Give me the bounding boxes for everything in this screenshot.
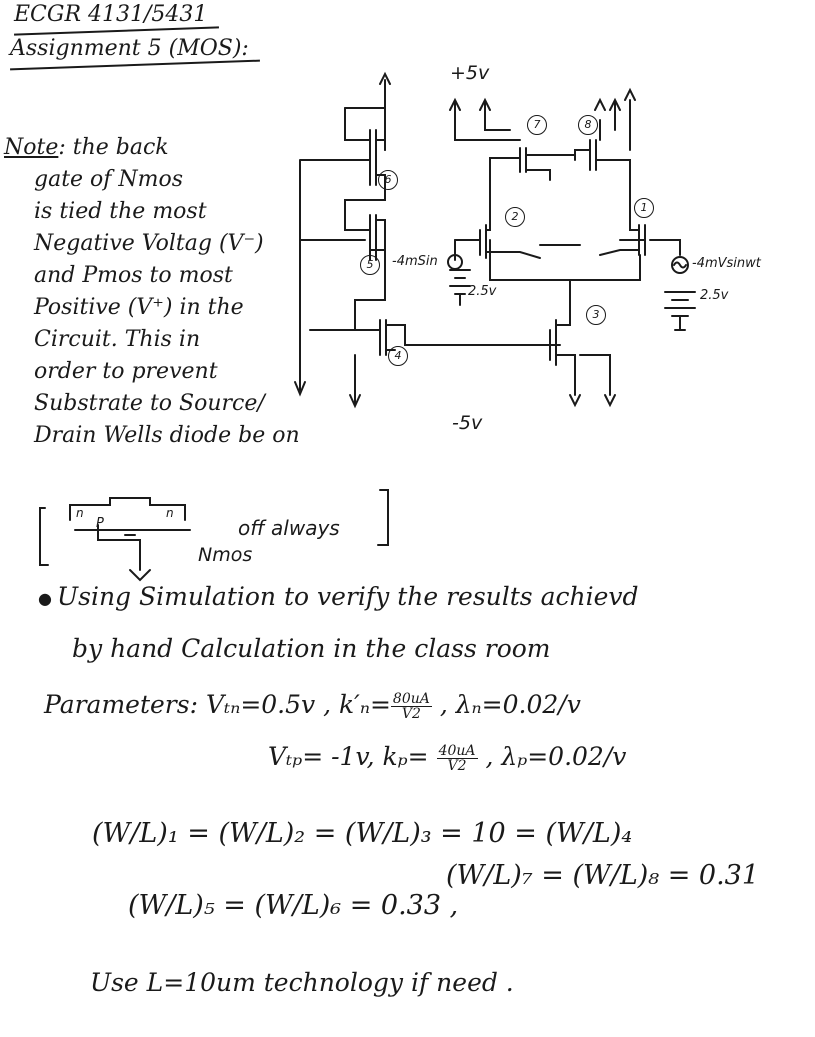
note-line-2: is tied the most bbox=[34, 199, 207, 224]
bullet-dot: ● bbox=[38, 589, 58, 608]
node-5-badge: 5 bbox=[360, 255, 380, 275]
ratio-row-2a: (W/L)₅ = (W/L)₆ = 0.33 , bbox=[128, 890, 459, 921]
note-line-8: Substrate to Source/ bbox=[34, 391, 265, 416]
node-7-badge: 7 bbox=[527, 115, 547, 135]
ratio-row-2b: (W/L)₇ = (W/L)₈ = 0.31 bbox=[446, 860, 760, 891]
param-lambda-p: , λₚ=0.02/v bbox=[485, 742, 627, 771]
note-label: Note bbox=[4, 135, 59, 160]
node-6-badge: 6 bbox=[378, 170, 398, 190]
vneg-label: -5v bbox=[452, 412, 483, 434]
technology-line: Use L=10um technology if need . bbox=[90, 968, 514, 997]
note-line-1: gate of Nmos bbox=[34, 167, 184, 192]
node-2-badge: 2 bbox=[505, 207, 525, 227]
bracket-n-right: n bbox=[166, 506, 174, 520]
param-vtn: Vₜₙ=0.5v , bbox=[205, 690, 332, 719]
node-8-badge: 8 bbox=[578, 115, 598, 135]
bias-left-label: 2.5v bbox=[468, 284, 497, 299]
node-1-badge: 1 bbox=[634, 198, 654, 218]
note-line-6: Circuit. This in bbox=[34, 327, 201, 352]
vpos-label: +5v bbox=[450, 62, 490, 84]
params-label: Parameters: bbox=[44, 690, 199, 719]
bullet-line-1: ● Using Simulation to verify the results… bbox=[38, 582, 639, 611]
note-line-7: order to prevent bbox=[34, 359, 218, 384]
src-left-label: -4mSin bbox=[392, 254, 438, 269]
bullet-line-2: by hand Calculation in the class room bbox=[72, 634, 551, 663]
note-line-0: Note: the back bbox=[4, 135, 169, 160]
bias-right-label: 2.5v bbox=[700, 288, 729, 303]
node-3-badge: 3 bbox=[586, 305, 606, 325]
param-kp: kₚ= bbox=[382, 742, 437, 771]
bracket-p-label: P bbox=[96, 516, 104, 531]
note-line-4: and Pmos to most bbox=[34, 263, 233, 288]
note-block: Note: the back gate of Nmos is tied the … bbox=[4, 132, 300, 452]
ratio-row-1: (W/L)₁ = (W/L)₂ = (W/L)₃ = 10 = (W/L)₄ bbox=[92, 818, 633, 849]
note-line-9: Drain Wells diode be on bbox=[34, 423, 300, 448]
note-line-5: Positive (V⁺) in the bbox=[34, 295, 244, 320]
bracket-off-label: off always bbox=[238, 516, 340, 540]
node-4-badge: 4 bbox=[388, 346, 408, 366]
param-kn: k′ₙ= bbox=[339, 690, 391, 719]
src-right-label: -4mVsinwt bbox=[692, 256, 761, 271]
bracket-n-left: n bbox=[76, 506, 84, 520]
course-title: ECGR 4131/5431 bbox=[14, 2, 208, 27]
assignment-title: Assignment 5 (MOS): bbox=[10, 36, 249, 61]
note-line-3: Negative Voltag (V⁻) bbox=[34, 231, 264, 256]
bracket-nmos-label: Nmos bbox=[198, 544, 253, 566]
param-vtp: Vₜₚ= -1v, bbox=[268, 742, 375, 771]
param-lambda-n: , λₙ=0.02/v bbox=[439, 690, 581, 719]
